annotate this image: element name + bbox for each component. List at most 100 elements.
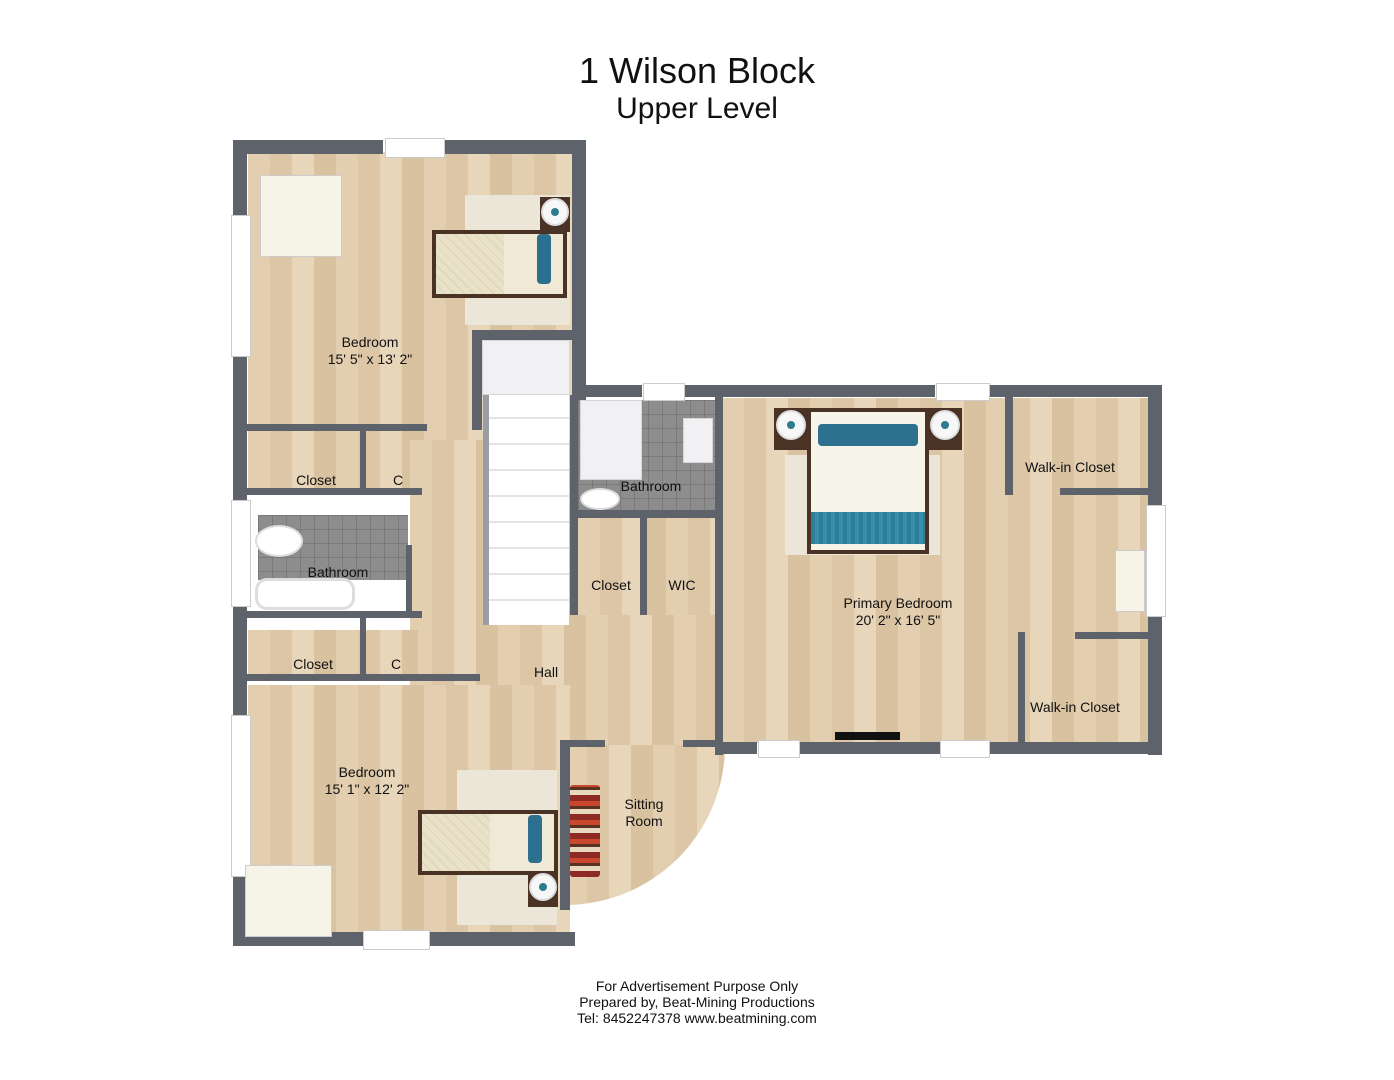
window	[936, 383, 990, 401]
wall	[800, 742, 940, 754]
floor-closets-bottom	[248, 630, 418, 680]
lamp	[930, 410, 960, 440]
room-label-walk-in-closet: Walk-in Closet	[1030, 699, 1120, 715]
wall	[990, 385, 1162, 397]
window	[758, 740, 800, 758]
wall	[565, 740, 605, 747]
window	[385, 138, 445, 158]
wall	[1148, 615, 1162, 755]
room-label-wic: WIC	[668, 577, 696, 593]
bed-cover	[422, 814, 490, 871]
room-name: Sitting	[624, 796, 664, 812]
pillow	[537, 234, 551, 284]
vanity-desk	[1115, 550, 1145, 612]
room-label-hall: Hall	[533, 664, 559, 680]
toilet	[580, 488, 620, 510]
wall	[578, 510, 720, 518]
wall	[1060, 488, 1155, 495]
room-label-primary-bedroom: Primary Bedroom 20' 2" x 16' 5"	[844, 595, 953, 629]
plan-subtitle: Upper Level	[616, 92, 778, 125]
wall	[640, 515, 647, 615]
wall	[233, 140, 247, 215]
room-dimensions: 15' 1" x 12' 2"	[324, 781, 410, 797]
room-label-closet: Closet	[296, 472, 336, 488]
bathtub	[255, 578, 355, 610]
toilet	[255, 525, 303, 557]
wall	[430, 932, 575, 946]
wall	[247, 488, 422, 495]
wall	[247, 611, 422, 618]
wall	[1148, 385, 1162, 505]
bed-runner	[811, 512, 925, 544]
window	[231, 500, 251, 607]
wall	[233, 605, 247, 715]
room-label-bathroom-left: Bathroom	[307, 564, 369, 580]
window	[643, 383, 685, 401]
room-label-c: C	[392, 472, 404, 488]
striped-bench	[570, 785, 600, 877]
vanity	[683, 418, 713, 463]
window	[1146, 505, 1166, 617]
wall	[247, 424, 427, 431]
room-label-bedroom-top: Bedroom 15' 5" x 13' 2"	[328, 334, 413, 368]
wall	[472, 330, 577, 340]
wall	[990, 742, 1162, 754]
wall	[1018, 632, 1025, 747]
room-label-sitting-room: Sitting Room	[625, 796, 664, 830]
wall	[715, 395, 723, 755]
room-name: Primary Bedroom	[843, 595, 953, 611]
window	[231, 215, 251, 357]
room-dimensions: 20' 2" x 16' 5"	[855, 612, 941, 628]
wall	[560, 740, 570, 910]
window	[940, 740, 990, 758]
wall	[445, 140, 585, 154]
stair-landing	[482, 340, 570, 395]
bed-cover	[436, 234, 504, 294]
wall	[472, 330, 482, 430]
wall	[1005, 395, 1013, 495]
room-label-walk-in-closet: Walk-in Closet	[1025, 459, 1115, 475]
floor-closets-top	[248, 440, 418, 492]
shower	[580, 400, 642, 480]
wall	[233, 875, 247, 945]
window	[363, 930, 430, 950]
wall	[685, 385, 935, 397]
floor-closet-wic	[578, 515, 718, 615]
lamp	[541, 198, 569, 226]
wall	[572, 385, 642, 397]
wall	[570, 395, 578, 615]
staircase	[483, 395, 569, 625]
room-name: Bedroom	[338, 764, 396, 780]
room-label-bedroom-bottom: Bedroom 15' 1" x 12' 2"	[325, 764, 410, 798]
room-label-c: C	[390, 656, 402, 672]
room-dimensions: 15' 5" x 13' 2"	[327, 351, 413, 367]
wall	[406, 545, 412, 615]
wall	[320, 674, 480, 681]
wall	[722, 742, 757, 754]
footer-contact: Tel: 8452247378 www.beatmining.com	[577, 1010, 817, 1026]
room-label-closet: Closet	[591, 577, 631, 593]
window	[231, 715, 251, 877]
room-label-bathroom-middle: Bathroom	[620, 478, 682, 494]
footer: For Advertisement Purpose Only Prepared …	[0, 978, 1394, 1026]
plan-title: 1 Wilson Block	[578, 50, 816, 91]
desk	[245, 865, 332, 937]
pillow	[528, 815, 542, 863]
wall	[572, 140, 586, 400]
room-label-closet: Closet	[293, 656, 333, 672]
wall	[360, 424, 366, 490]
wall	[233, 355, 247, 500]
wall	[1075, 632, 1155, 639]
lamp	[776, 410, 806, 440]
footer-disclaimer: For Advertisement Purpose Only	[595, 978, 799, 994]
desk	[260, 175, 342, 257]
wall	[233, 140, 383, 154]
wall	[360, 611, 366, 677]
room-name: Room	[625, 813, 663, 829]
fireplace	[835, 732, 900, 740]
pillow	[818, 424, 918, 446]
wall	[683, 740, 723, 747]
lamp	[529, 873, 557, 901]
footer-credit: Prepared by, Beat-Mining Productions	[579, 994, 815, 1010]
